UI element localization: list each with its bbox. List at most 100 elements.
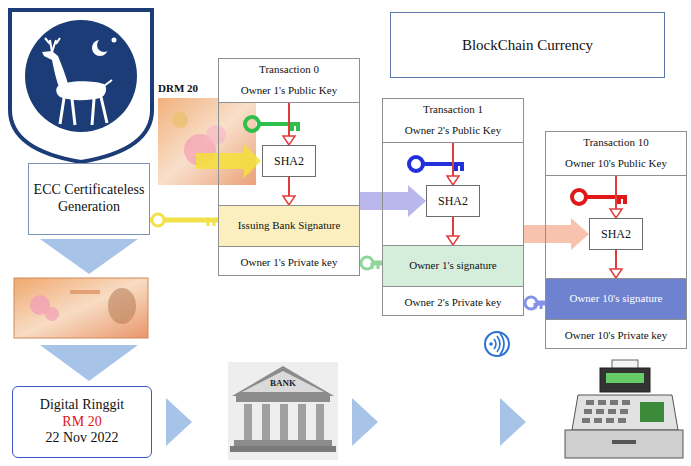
bank-logo	[97, 38, 111, 52]
key-connector	[150, 214, 219, 226]
banknote	[158, 98, 256, 185]
key-icon	[409, 157, 423, 171]
connector-arrow	[447, 217, 459, 245]
cash-register	[594, 418, 602, 423]
hash-input-arrow	[196, 144, 261, 178]
cash-register	[572, 395, 678, 430]
contactless-icon	[485, 332, 509, 356]
hash-box: SHA2	[262, 145, 316, 177]
key-connector	[213, 220, 216, 226]
info-box: Digital RinggitRM 2022 Nov 2022	[12, 386, 152, 458]
box-text: Owner 1's Private key	[241, 256, 338, 269]
cash-register	[584, 409, 592, 414]
flow-triangle	[40, 345, 138, 381]
connector-arrow	[524, 225, 571, 243]
bank-icon	[232, 366, 334, 396]
key-connector	[523, 297, 546, 309]
bank-icon	[280, 404, 288, 440]
box-text: Digital Ringgit	[40, 397, 124, 414]
connector-arrow	[360, 192, 408, 210]
cash-register	[565, 360, 683, 458]
box-text: Issuing Bank Signature	[238, 219, 341, 232]
transaction-block: Transaction 0Owner 1's Public KeySHA2Iss…	[218, 58, 360, 276]
contactless-icon	[489, 342, 493, 346]
bank-logo	[25, 20, 137, 132]
banknote	[108, 288, 136, 324]
hash-input-arrow	[196, 144, 261, 178]
connector-arrow	[283, 196, 295, 205]
key-icon	[259, 124, 300, 131]
block-heading: Transaction 1	[383, 99, 523, 120]
box-text: SHA2	[274, 154, 304, 168]
banknote	[14, 278, 148, 338]
bank-icon	[228, 362, 338, 460]
flow-triangle	[352, 398, 378, 446]
box-text: Owner 10's Private key	[565, 329, 668, 342]
cash-register	[606, 373, 644, 383]
hash-box: SHA2	[426, 185, 480, 217]
bank-icon	[228, 362, 338, 460]
key-connector	[525, 297, 537, 309]
cash-register	[620, 409, 628, 414]
banknote	[172, 112, 188, 128]
transaction-block: Transaction 1Owner 2's Public KeySHA2Own…	[382, 98, 524, 316]
key-connector	[534, 303, 537, 309]
cash-register	[596, 409, 604, 414]
bank-logo	[104, 80, 112, 86]
hash-box: SHA2	[589, 218, 643, 250]
box-text: SHA2	[438, 194, 468, 208]
connector-arrow	[571, 218, 589, 250]
bank-sign: BANK	[264, 378, 302, 388]
bank-logo	[42, 51, 68, 90]
cash-register	[608, 409, 616, 414]
signature-cell: Owner 10's signature	[546, 278, 686, 320]
connector-arrow	[615, 250, 617, 269]
cash-register	[565, 430, 683, 458]
key-connector	[152, 214, 164, 226]
process-box: ECC Certificateless Generation	[28, 163, 150, 235]
flow-triangle	[40, 239, 138, 274]
public-key-cell: Owner 2's Public Key	[383, 119, 523, 143]
bank-icon	[234, 440, 332, 446]
cash-register	[600, 368, 650, 392]
connector-arrow	[447, 236, 459, 245]
connector-arrow	[447, 143, 459, 185]
note-label: DRM 20	[158, 82, 198, 94]
connector-arrow	[408, 185, 426, 217]
cash-register	[598, 400, 606, 405]
signature-cell: Owner 1's signature	[383, 245, 523, 287]
box-text: ECC Certificateless Generation	[33, 182, 145, 216]
bank-icon	[236, 396, 330, 402]
bank-logo	[60, 97, 107, 125]
bank-icon	[244, 404, 252, 440]
signature-cell: Issuing Bank Signature	[219, 205, 359, 247]
transaction-block: Transaction 10Owner 10's Public KeySHA2O…	[545, 131, 687, 349]
connector-arrow	[447, 176, 459, 185]
bank-icon	[298, 404, 306, 440]
title-box: BlockChain Currency	[390, 12, 665, 78]
banknote	[158, 98, 256, 185]
box-text: Owner 10's signature	[569, 292, 662, 305]
connector-arrow	[610, 250, 622, 278]
banknote	[206, 125, 226, 145]
key-connector	[361, 257, 373, 269]
cash-register	[582, 418, 590, 423]
public-key-cell: Owner 1's Public Key	[219, 79, 359, 103]
key-connector	[371, 263, 374, 269]
banknote	[14, 278, 148, 338]
connector-arrow	[283, 136, 295, 145]
connector-arrow	[524, 218, 589, 250]
private-key-cell: Owner 1's Private key	[219, 251, 359, 275]
connector-arrow	[615, 176, 617, 209]
bank-icon	[262, 404, 270, 440]
block-heading: Transaction 10	[546, 132, 686, 153]
connector-arrow	[360, 185, 426, 217]
key-icon	[572, 190, 586, 204]
banknote	[70, 290, 100, 294]
connector-arrow	[452, 143, 454, 176]
cash-register	[640, 402, 664, 422]
connector-arrow	[283, 177, 295, 205]
connector-arrow	[610, 209, 622, 218]
key-connector	[359, 257, 383, 269]
banknote	[45, 307, 59, 321]
